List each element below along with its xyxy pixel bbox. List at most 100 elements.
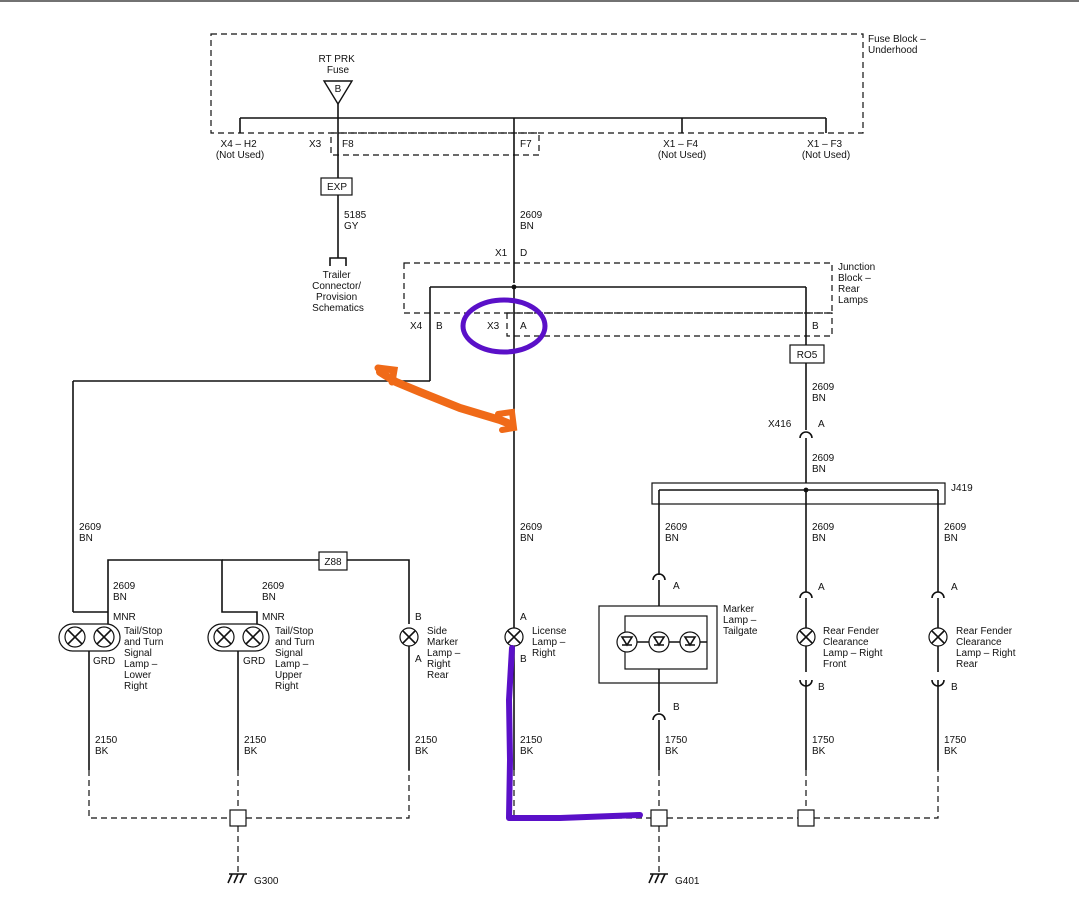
wire-5185-label: 5185 GY: [344, 210, 369, 232]
trailer-label: Trailer Connector/ Provision Schematics: [312, 270, 364, 314]
b-jb-right-label: B: [812, 321, 819, 332]
junction-connector-x3: [506, 312, 833, 337]
rf-front-pin-a: A: [818, 582, 825, 593]
exp-label: EXP: [327, 182, 347, 193]
marker-tailgate-label: Marker Lamp – Tailgate: [723, 604, 759, 637]
bulb-cross: [216, 629, 232, 645]
splice-dot: [511, 284, 517, 290]
wire-2609-m1-label: 2609 BN: [113, 581, 138, 603]
j419-label: J419: [951, 483, 973, 494]
orange-mark-annotation: [495, 408, 518, 433]
led-symbol-icon: [620, 636, 634, 647]
x1-f3-label: X1 – F3 (Not Used): [802, 139, 850, 161]
tailgate-pin-a: A: [673, 581, 680, 592]
rf-rear-pin-a: A: [951, 582, 958, 593]
bulb-cross: [245, 629, 261, 645]
f8-label: F8: [342, 139, 354, 150]
z88-box: [318, 551, 348, 571]
orange-mark-annotation: [376, 368, 514, 428]
wire-2150-label: 2150 BK: [95, 735, 120, 757]
g300-label: G300: [254, 876, 279, 887]
tail-lamp-upper-label: Tail/Stop and Turn Signal Lamp – Upper R…: [275, 626, 317, 692]
ro5-label: RO5: [797, 350, 818, 361]
wire-1750-label: 1750 BK: [944, 735, 969, 757]
wire: [347, 559, 410, 624]
x1-f4-label: X1 – F4 (Not Used): [658, 139, 706, 161]
bulb-cross: [507, 630, 521, 644]
purple-circle-annotation: [460, 297, 548, 355]
side-marker-pin-b: B: [415, 612, 422, 623]
mnr-label: MNR: [113, 612, 136, 623]
wire-2609-left-label: 2609 BN: [79, 522, 104, 544]
junction-block-label: Junction Block – Rear Lamps: [838, 262, 878, 306]
exp-box: [320, 177, 353, 196]
ground-icon: [648, 873, 668, 884]
wire-2150-label: 2150 BK: [520, 735, 545, 757]
rf-front-label: Rear Fender Clearance Lamp – Right Front: [823, 626, 885, 670]
x3-label: X3: [309, 139, 322, 150]
rf-rear-label: Rear Fender Clearance Lamp – Right Rear: [956, 626, 1018, 670]
grd-label: GRD: [243, 656, 265, 667]
x416-label: X416: [768, 419, 792, 430]
rf-front-pin-b: B: [818, 682, 825, 693]
rf-rear-pin-b: B: [951, 682, 958, 693]
fuse-block-outline: [210, 33, 864, 134]
wire-2609-j3-label: 2609 BN: [944, 522, 969, 544]
bulb-cross: [402, 630, 416, 644]
wire-2609-m2-label: 2609 BN: [262, 581, 287, 603]
led-icon: [648, 631, 670, 653]
j419-splice: [651, 482, 946, 505]
splice-box: [797, 809, 815, 827]
f7-label: F7: [520, 139, 532, 150]
bulb-cross: [931, 630, 945, 644]
rt-prk-fuse-label: RT PRK Fuse: [318, 54, 357, 76]
splice-box: [229, 809, 247, 827]
z88-label: Z88: [324, 557, 342, 568]
wire: [107, 559, 258, 624]
trailer-connector-icon: [329, 257, 347, 266]
side-marker-label: Side Marker Lamp – Right Rear: [427, 626, 463, 681]
fuse-pin-label: B: [335, 84, 342, 95]
fuse-block-label: Fuse Block – Underhood: [868, 34, 929, 56]
license-lamp-label: License Lamp – Right: [532, 626, 569, 659]
wire-2150-label: 2150 BK: [244, 735, 269, 757]
d-label: D: [520, 248, 527, 259]
wire-2609-license-label: 2609 BN: [520, 522, 545, 544]
wire-1750-label: 1750 BK: [812, 735, 837, 757]
ground-return-left: [88, 770, 410, 819]
tail-lamp-lower-label: Tail/Stop and Turn Signal Lamp – Lower R…: [124, 626, 166, 692]
b-jb-label: B: [436, 321, 443, 332]
wire-2150-label: 2150 BK: [415, 735, 440, 757]
bulb-cross: [799, 630, 813, 644]
grd-label: GRD: [93, 656, 115, 667]
purple-trace-annotation: [506, 645, 643, 821]
led-icon: [679, 631, 701, 653]
orange-mark-annotation: [374, 364, 399, 386]
splice-box: [650, 809, 668, 827]
wire-2609-j2-label: 2609 BN: [812, 522, 837, 544]
led-icon: [616, 631, 638, 653]
side-marker-pin-a: A: [415, 654, 422, 665]
ground-icon: [227, 873, 247, 884]
wire-2609-center-label: 2609 BN: [520, 210, 545, 232]
mnr-label: MNR: [262, 612, 285, 623]
tailgate-pin-b: B: [673, 702, 680, 713]
fuse-symbol-icon: [322, 80, 354, 106]
bulb-cross: [96, 629, 112, 645]
led-symbol-icon: [652, 636, 666, 647]
a-jb-label: A: [520, 321, 527, 332]
fuse-connector-x3: [330, 132, 540, 156]
ro5-box: [789, 344, 825, 364]
wire-2609-r2-label: 2609 BN: [812, 453, 837, 475]
license-pin-a: A: [520, 612, 527, 623]
wire-2609-j1-label: 2609 BN: [665, 522, 690, 544]
connector-icon: [652, 573, 666, 581]
junction-block-outline: [403, 262, 833, 314]
connector-icon: [652, 713, 666, 721]
x1-label: X1: [495, 248, 508, 259]
bulb-cross: [67, 629, 83, 645]
ground-return-right: [513, 770, 939, 819]
g401-label: G401: [675, 876, 700, 887]
wire-2609-r1-label: 2609 BN: [812, 382, 837, 404]
